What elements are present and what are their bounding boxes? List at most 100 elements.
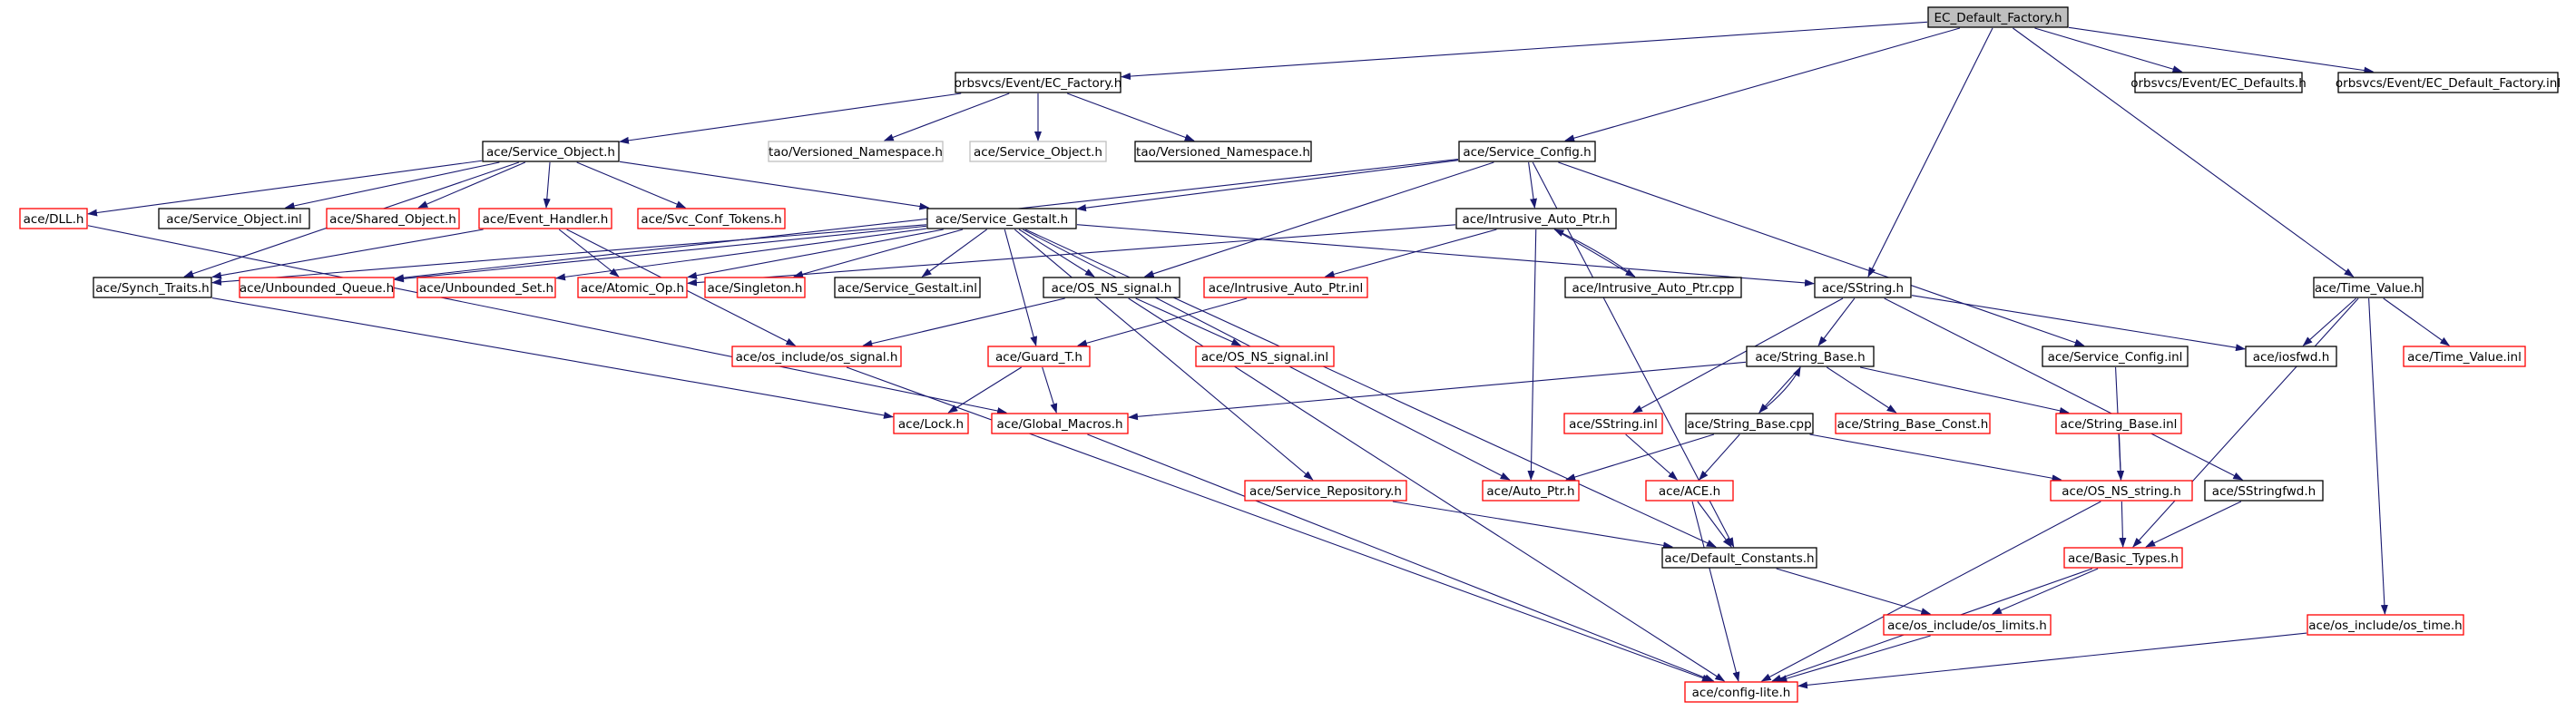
node-svcconftokens[interactable]: ace/Svc_Conf_Tokens.h: [637, 208, 786, 229]
edge-intrusiveautoptr-to-intrusiveautoptrcpp: [1554, 229, 1636, 278]
node-timevalueinl[interactable]: ace/Time_Value.inl: [2403, 346, 2526, 367]
node-ecdefaults[interactable]: orbsvcs/Event/EC_Defaults.h: [2130, 72, 2307, 93]
node-servicegestaltinl[interactable]: ace/Service_Gestalt.inl: [834, 277, 981, 298]
node-iosfwd[interactable]: ace/iosfwd.h: [2245, 346, 2337, 367]
node-ace[interactable]: ace/ACE.h: [1645, 480, 1734, 502]
node-box: [158, 208, 310, 229]
node-root[interactable]: EC_Default_Factory.h: [1927, 6, 2069, 28]
node-label: ace/Time_Value.h: [2315, 281, 2422, 296]
node-serviceobject[interactable]: ace/Service_Object.h: [482, 141, 620, 162]
edge-osincludesignal-to-configlite: [846, 366, 1712, 682]
edge-serviceobject-to-dll: [87, 160, 483, 217]
edge-root-to-timevalue: [2013, 27, 2355, 278]
node-box: [1458, 141, 1596, 162]
node-box: [1684, 681, 1798, 703]
node-eventhandler[interactable]: ace/Event_Handler.h: [478, 208, 612, 229]
node-intrusiveautoptrinl[interactable]: ace/Intrusive_Auto_Ptr.inl: [1203, 277, 1368, 298]
node-singleton[interactable]: ace/Singleton.h: [704, 277, 806, 298]
edge-basictypes-to-osincludelimits: [1991, 568, 2099, 615]
node-serviceconfig[interactable]: ace/Service_Config.h: [1458, 141, 1596, 162]
node-box: [926, 208, 1077, 229]
node-stringbaseinl[interactable]: ace/String_Base.inl: [2055, 413, 2182, 434]
node-synchtraits[interactable]: ace/Synch_Traits.h: [93, 277, 212, 298]
node-box: [326, 208, 460, 229]
node-osnssignal[interactable]: ace/OS_NS_signal.h: [1043, 277, 1180, 298]
node-intrusiveautoptr[interactable]: ace/Intrusive_Auto_Ptr.h: [1455, 208, 1617, 229]
node-unboundedset[interactable]: ace/Unbounded_Set.h: [416, 277, 556, 298]
node-serviceconfiginl[interactable]: ace/Service_Config.inl: [2042, 346, 2189, 367]
node-label: ace/OS_NS_signal.inl: [1201, 350, 1328, 365]
node-box: [2042, 346, 2189, 367]
node-unboundedqueue[interactable]: ace/Unbounded_Queue.h: [239, 277, 395, 298]
node-sharedobject[interactable]: ace/Shared_Object.h: [326, 208, 460, 229]
node-label: ace/Lock.h: [898, 417, 964, 432]
edge-osincludelimits-to-configlite: [1777, 635, 1931, 682]
node-osincludelimits[interactable]: ace/os_include/os_limits.h: [1883, 614, 2052, 636]
node-box: [768, 141, 944, 162]
node-label: ace/Service_Repository.h: [1249, 484, 1402, 499]
node-osincludetime[interactable]: ace/os_include/os_time.h: [2307, 614, 2464, 636]
node-timevalue[interactable]: ace/Time_Value.h: [2313, 277, 2424, 298]
node-label: ace/os_include/os_signal.h: [736, 350, 898, 365]
edge-servicegestalt-to-guardt: [1004, 229, 1038, 346]
node-stringbase[interactable]: ace/String_Base.h: [1746, 346, 1875, 367]
node-label: orbsvcs/Event/EC_Default_Factory.inl: [2336, 76, 2561, 91]
node-stringbasecpp[interactable]: ace/String_Base.cpp: [1685, 413, 1814, 434]
node-osnssignalinl[interactable]: ace/OS_NS_signal.inl: [1195, 346, 1335, 367]
edge-timevalue-to-osincludetime: [2368, 297, 2388, 615]
node-serviceobjectinl[interactable]: ace/Service_Object.inl: [158, 208, 310, 229]
node-osnsstring[interactable]: ace/OS_NS_string.h: [2050, 480, 2193, 502]
node-taoversioned2[interactable]: tao/Versioned_Namespace.h: [1134, 141, 1312, 162]
edge-servicerepository-to-defaultconstants: [1392, 501, 1674, 550]
edge-serviceobject-to-servicegestalt: [619, 161, 930, 210]
edge-timevalue-to-timevalueinl: [2383, 297, 2451, 346]
node-label: ace/SStringfwd.h: [2212, 484, 2316, 499]
node-box: [955, 72, 1121, 93]
edge-stringbase-to-stringbaseinl: [1860, 366, 2070, 414]
node-ecfactory[interactable]: orbsvcs/Event/EC_Factory.h: [955, 72, 1122, 93]
node-box: [2337, 72, 2559, 93]
node-stringbaseconst[interactable]: ace/String_Base_Const.h: [1835, 413, 1991, 434]
node-label: ace/Intrusive_Auto_Ptr.h: [1462, 212, 1610, 227]
node-guardt[interactable]: ace/Guard_T.h: [987, 346, 1091, 367]
node-osincludesignal[interactable]: ace/os_include/os_signal.h: [731, 346, 902, 367]
node-label: tao/Versioned_Namespace.h: [1136, 145, 1310, 160]
node-box: [2245, 346, 2337, 367]
node-sstringinl[interactable]: ace/SString.inl: [1563, 413, 1663, 434]
edge-serviceconfig-to-intrusiveautoptr: [1528, 161, 1538, 209]
node-box: [1455, 208, 1617, 229]
node-servicerepository[interactable]: ace/Service_Repository.h: [1244, 480, 1407, 502]
node-autoptr[interactable]: ace/Auto_Ptr.h: [1482, 480, 1580, 502]
node-ecdefaultfactoryinl[interactable]: orbsvcs/Event/EC_Default_Factory.inl: [2336, 72, 2561, 93]
node-sstringfwd[interactable]: ace/SStringfwd.h: [2204, 480, 2324, 502]
edge-serviceobject-to-svcconftokens: [576, 161, 687, 209]
edge-sstring-to-sstringfwd: [1884, 297, 2244, 481]
node-intrusiveautoptrcpp[interactable]: ace/Intrusive_Auto_Ptr.cpp: [1564, 277, 1742, 298]
edge-root-to-serviceconfig: [1564, 27, 1961, 142]
node-servicegestalt[interactable]: ace/Service_Gestalt.h: [926, 208, 1077, 229]
node-box: [1685, 413, 1814, 434]
node-box: [1134, 141, 1312, 162]
node-box: [478, 208, 612, 229]
node-sstring[interactable]: ace/SString.h: [1814, 277, 1912, 298]
edge-servicegestalt-to-atomicop: [687, 229, 944, 279]
node-box: [19, 208, 88, 229]
node-box: [577, 277, 688, 298]
edge-ecfactory-to-taoversioned1: [883, 93, 1010, 141]
node-defaultconstants[interactable]: ace/Default_Constants.h: [1661, 547, 1817, 569]
node-box: [991, 413, 1129, 434]
node-box: [1814, 277, 1912, 298]
node-globalmacros[interactable]: ace/Global_Macros.h: [991, 413, 1129, 434]
edge-servicegestalt-to-singleton: [792, 229, 964, 278]
node-dll[interactable]: ace/DLL.h: [19, 208, 88, 229]
node-atomicop[interactable]: ace/Atomic_Op.h: [577, 277, 688, 298]
node-label: ace/os_include/os_limits.h: [1887, 618, 2047, 633]
edge-servicegestalt-to-osnssignal: [1018, 229, 1095, 278]
node-lock[interactable]: ace/Lock.h: [893, 413, 969, 434]
edge-osnssignal-to-osnssignalinl: [1135, 297, 1242, 346]
node-label: ace/Singleton.h: [707, 281, 802, 296]
node-basictypes[interactable]: ace/Basic_Types.h: [2063, 547, 2183, 569]
node-configlite[interactable]: ace/config-lite.h: [1684, 681, 1798, 703]
node-box: [1563, 413, 1663, 434]
edge-osincludetime-to-configlite: [1797, 632, 2307, 689]
